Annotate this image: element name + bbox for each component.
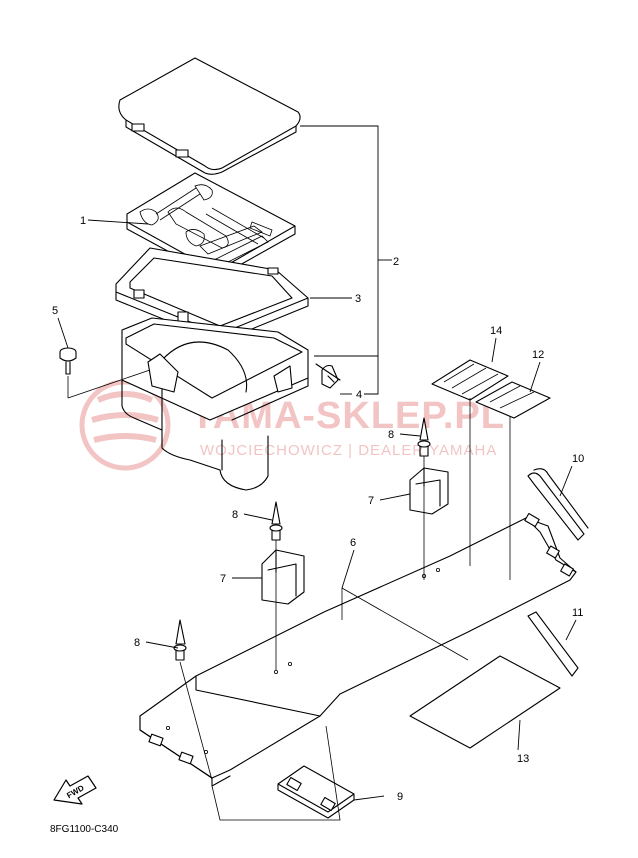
diagram-code: 8FG1100-C340 xyxy=(50,824,119,835)
bracket-clip-upper xyxy=(409,467,449,515)
carrier-plate xyxy=(139,512,577,787)
callout-leaders xyxy=(57,125,577,801)
callout-11: 11 xyxy=(572,607,583,619)
box-frame xyxy=(115,247,309,343)
mount-plate xyxy=(277,765,355,819)
callout-7-lower: 7 xyxy=(220,573,226,585)
callout-10: 10 xyxy=(572,453,584,465)
rivet-pin-middle xyxy=(269,501,283,541)
callout-8-middle: 8 xyxy=(232,509,238,521)
callout-14: 14 xyxy=(490,325,502,337)
grommet-bolt xyxy=(59,347,77,375)
callout-1: 1 xyxy=(80,215,86,227)
callout-4: 4 xyxy=(356,389,362,401)
callout-2: 2 xyxy=(393,256,399,268)
foam-strip xyxy=(527,611,579,677)
assembly-guide-lines xyxy=(67,369,511,821)
callout-13: 13 xyxy=(517,753,529,765)
rubber-strap xyxy=(527,468,589,541)
sticker-sheet-14 xyxy=(431,359,509,401)
rivet-pin-upper xyxy=(417,417,431,457)
pad-sheet xyxy=(409,655,561,749)
callout-6: 6 xyxy=(350,537,356,549)
small-clip xyxy=(315,363,341,389)
watermark-subtitle: WOJCIECHOWICZ | DEALER YAMAHA xyxy=(200,442,497,459)
rivet-pin-lower xyxy=(173,619,187,661)
bracket-clip-lower xyxy=(261,549,305,605)
watermark-logo-icon xyxy=(79,379,171,471)
toolbox-body xyxy=(121,317,309,491)
callout-3: 3 xyxy=(355,293,361,305)
callout-9: 9 xyxy=(397,791,403,803)
callout-7-upper: 7 xyxy=(368,495,374,507)
callout-8-upper: 8 xyxy=(388,429,394,441)
callout-12: 12 xyxy=(532,349,544,361)
callout-5: 5 xyxy=(52,305,58,317)
callout-8-lower: 8 xyxy=(134,637,140,649)
sticker-sheet-12 xyxy=(475,381,551,419)
forward-arrow-icon: FWD xyxy=(53,775,97,805)
toolbox-lid xyxy=(118,57,301,175)
